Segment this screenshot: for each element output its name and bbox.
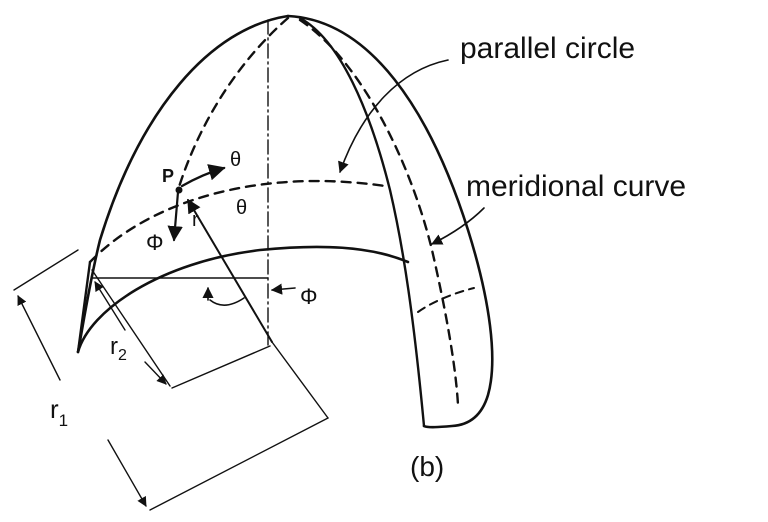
r1-link-line: [271, 341, 329, 419]
dome-right-outer-outline: [286, 14, 494, 429]
meridional-curve-label: meridional curve: [466, 170, 686, 203]
r2-label: r2: [110, 333, 127, 364]
meridian-dashed-front: [176, 16, 290, 192]
point-p-label: P: [162, 166, 174, 186]
meridional-curve-leader: [430, 207, 485, 245]
r2-arrow-up: [94, 281, 126, 331]
phi-angle-arc: [209, 297, 245, 306]
phi-right-label: Φ: [300, 284, 318, 309]
parallel-circle-leader: [338, 59, 449, 174]
r1-lower-extension: [149, 417, 329, 511]
r2-extension-line: [91, 269, 171, 387]
dome-left-outline: [76, 14, 290, 354]
radius-r-line: [187, 198, 273, 343]
r1-upper-extension: [13, 249, 79, 291]
r2-arrow-down: [144, 361, 167, 385]
band-lower-edge: [76, 245, 410, 354]
phi-direction-arrow: [167, 190, 183, 242]
r1-arrow-down: [107, 439, 147, 507]
theta-top-label: θ: [230, 149, 241, 171]
phi-angle-arrow-right: [270, 283, 296, 295]
theta-mid-label: θ: [236, 197, 247, 219]
parallel-circle-label: parallel circle: [460, 32, 635, 65]
point-p-dot: [175, 186, 183, 194]
r-label: r: [192, 209, 199, 231]
phi-left-label: Φ: [146, 230, 164, 255]
r1-label: r1: [50, 394, 68, 430]
meridian-dashed-strip: [298, 18, 460, 407]
theta-direction-arrow: [180, 164, 226, 188]
r1-arrow-up: [17, 295, 61, 381]
strip-parallel-dashed: [417, 287, 475, 313]
band-left-edge: [76, 260, 92, 354]
parallel-circle-dashed: [88, 179, 387, 264]
r2-bottom-line: [171, 345, 271, 389]
caption-label: (b): [410, 451, 444, 482]
